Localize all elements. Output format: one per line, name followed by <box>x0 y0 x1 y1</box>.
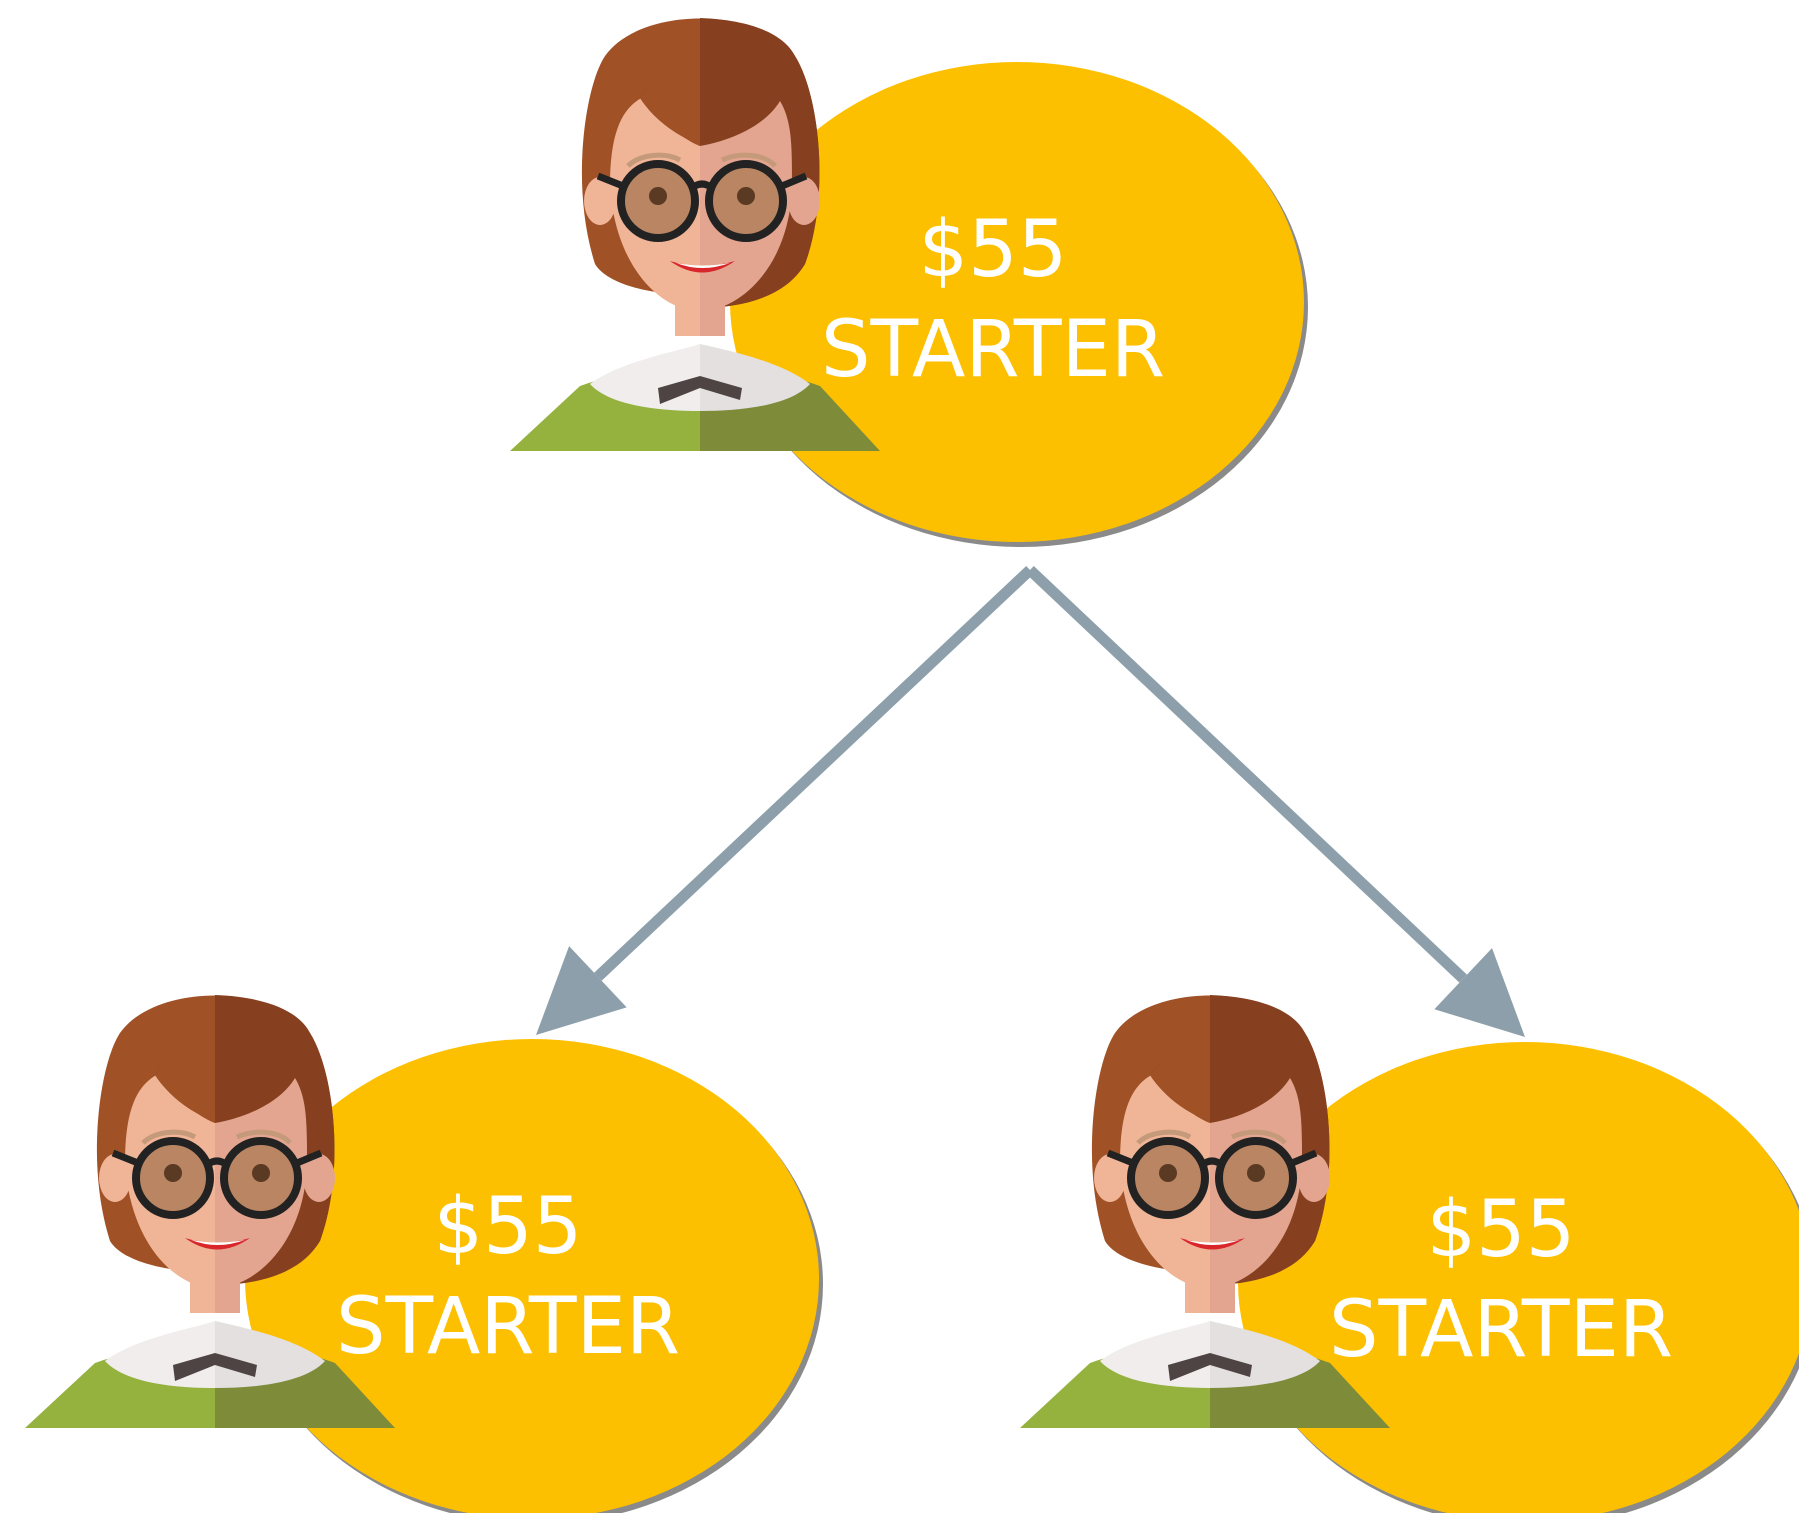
connector-arrow <box>1026 565 1525 1037</box>
connector-line <box>594 565 1034 981</box>
price-label: $55 <box>919 205 1068 295</box>
plan-label: STARTER <box>1329 1285 1673 1375</box>
arrowhead-icon <box>536 946 627 1035</box>
price-label: $55 <box>1427 1185 1576 1275</box>
connector-layer <box>536 565 1525 1037</box>
price-bubble <box>730 62 1304 542</box>
price-bubble <box>1238 1042 1799 1513</box>
price-label: $55 <box>434 1182 583 1272</box>
plan-label: STARTER <box>821 305 1165 395</box>
arrowhead-icon <box>1434 948 1525 1037</box>
plan-label: STARTER <box>336 1282 680 1372</box>
connector-line <box>1026 565 1467 983</box>
connector-arrow <box>536 565 1034 1035</box>
price-bubble <box>245 1039 819 1513</box>
